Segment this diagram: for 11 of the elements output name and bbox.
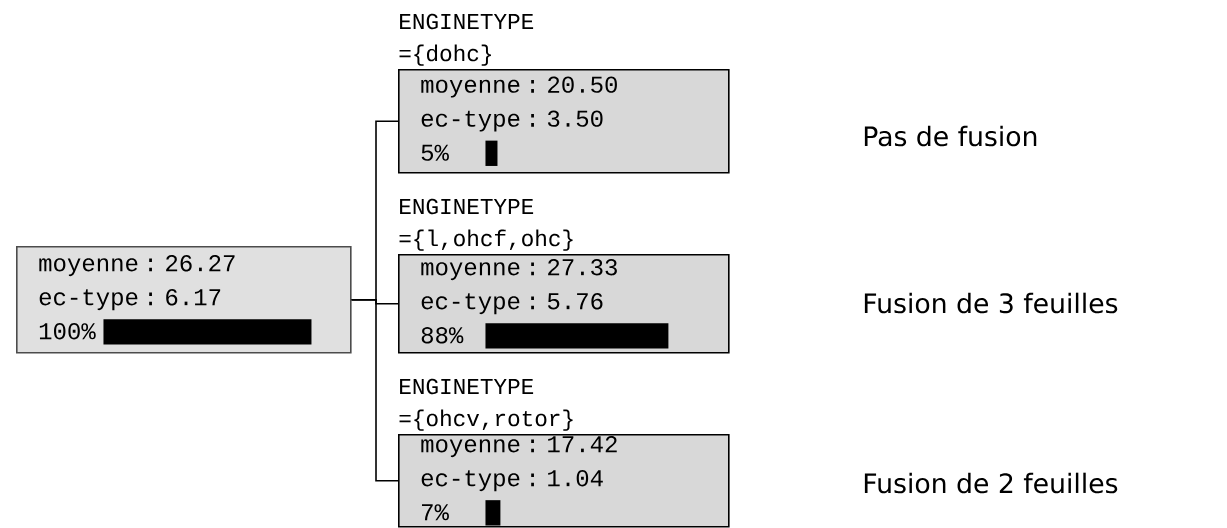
tree-node-box: moyenne : 26.27 ec-type : 6.17 100% — [16, 246, 352, 354]
split-condition: ENGINETYPE ={dohc} — [399, 13, 534, 66]
split-condition: ENGINETYPE ={ohcv,rotor} — [399, 378, 573, 431]
tree-node-box: moyenne : 20.50 ec-type : 3.50 5% — [398, 69, 730, 174]
side-note: Pas de fusion — [864, 125, 1037, 147]
tree-node-box: moyenne : 17.42 ec-type : 1.04 7% — [398, 434, 730, 528]
tree-connector — [350, 299, 399, 482]
tree-node-box: moyenne : 27.33 ec-type : 5.76 88% — [398, 254, 730, 354]
split-condition: ENGINETYPE ={l,ohcf,ohc} — [399, 198, 573, 251]
side-note: Fusion de 2 feuilles — [864, 472, 1118, 494]
side-note: Fusion de 3 feuilles — [864, 292, 1118, 314]
